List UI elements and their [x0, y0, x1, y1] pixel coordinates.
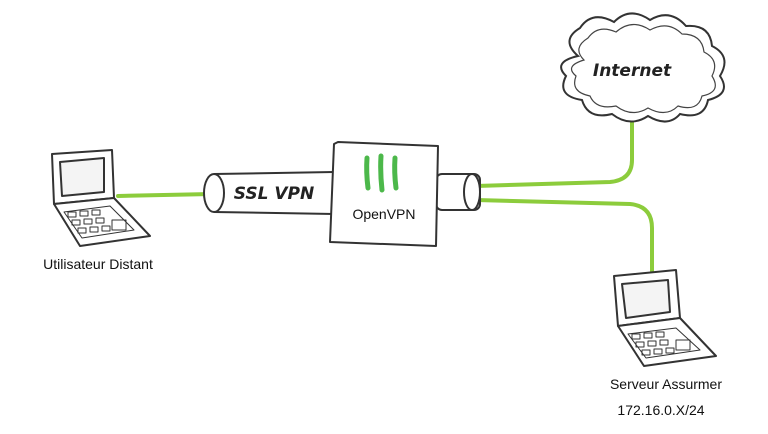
firewall-icon: OpenVPN [329, 141, 481, 247]
gateway-label: OpenVPN [352, 206, 415, 222]
gateway-led-bar [392, 155, 399, 191]
laptop-icon [613, 269, 717, 367]
remote-user-label: Utilisateur Distant [43, 256, 153, 272]
tunnel-icon: SSL VPN [203, 171, 335, 215]
network-links [116, 116, 654, 274]
laptop-icon [51, 149, 151, 247]
server-subnet-label: 172.16.0.X/24 [617, 402, 704, 418]
server-label: Serveur Assurmer [610, 376, 722, 392]
link-gateway-to-server [474, 198, 654, 274]
link-gateway-to-internet [474, 116, 634, 188]
tunnel-label: SSL VPN [234, 184, 314, 204]
gateway-led-bar [378, 153, 385, 193]
link-laptop-to-tunnel [116, 192, 214, 198]
cloud-icon: Internet [560, 12, 726, 123]
internet-label: Internet [593, 61, 672, 81]
gateway-led-bar [364, 155, 371, 191]
